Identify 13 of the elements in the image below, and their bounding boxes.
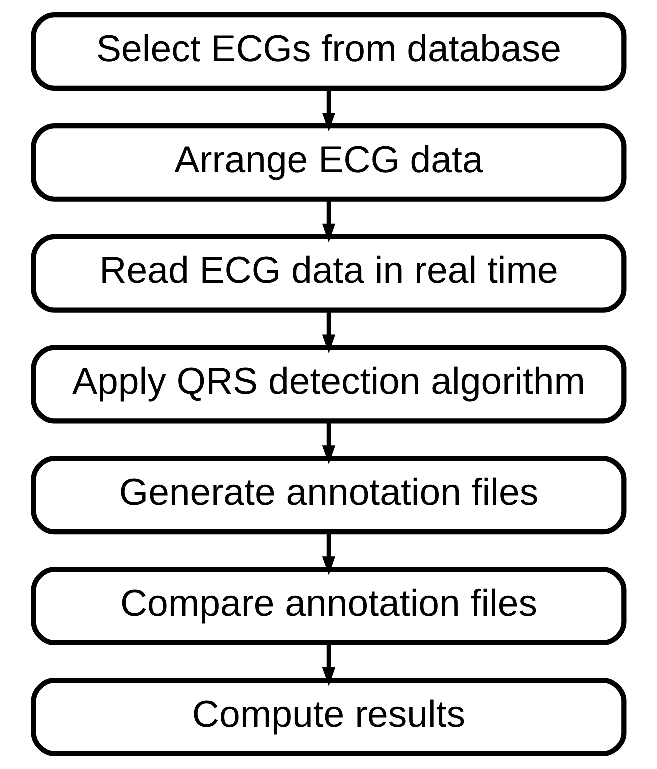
arrow <box>322 643 336 686</box>
arrow <box>322 88 336 132</box>
node-box: Read ECG data in real time <box>30 234 626 313</box>
node-box: Generate annotation files <box>30 456 626 535</box>
node-box: Compute results <box>30 678 626 756</box>
arrow <box>322 532 336 576</box>
node-box: Apply QRS detection algorithm <box>30 345 626 424</box>
arrow <box>322 200 336 243</box>
arrow <box>322 421 336 464</box>
node-box: Select ECGs from database <box>30 12 626 92</box>
node-box: Arrange ECG data <box>30 123 626 202</box>
node-box: Compare annotation files <box>30 567 626 646</box>
arrow <box>322 310 336 354</box>
